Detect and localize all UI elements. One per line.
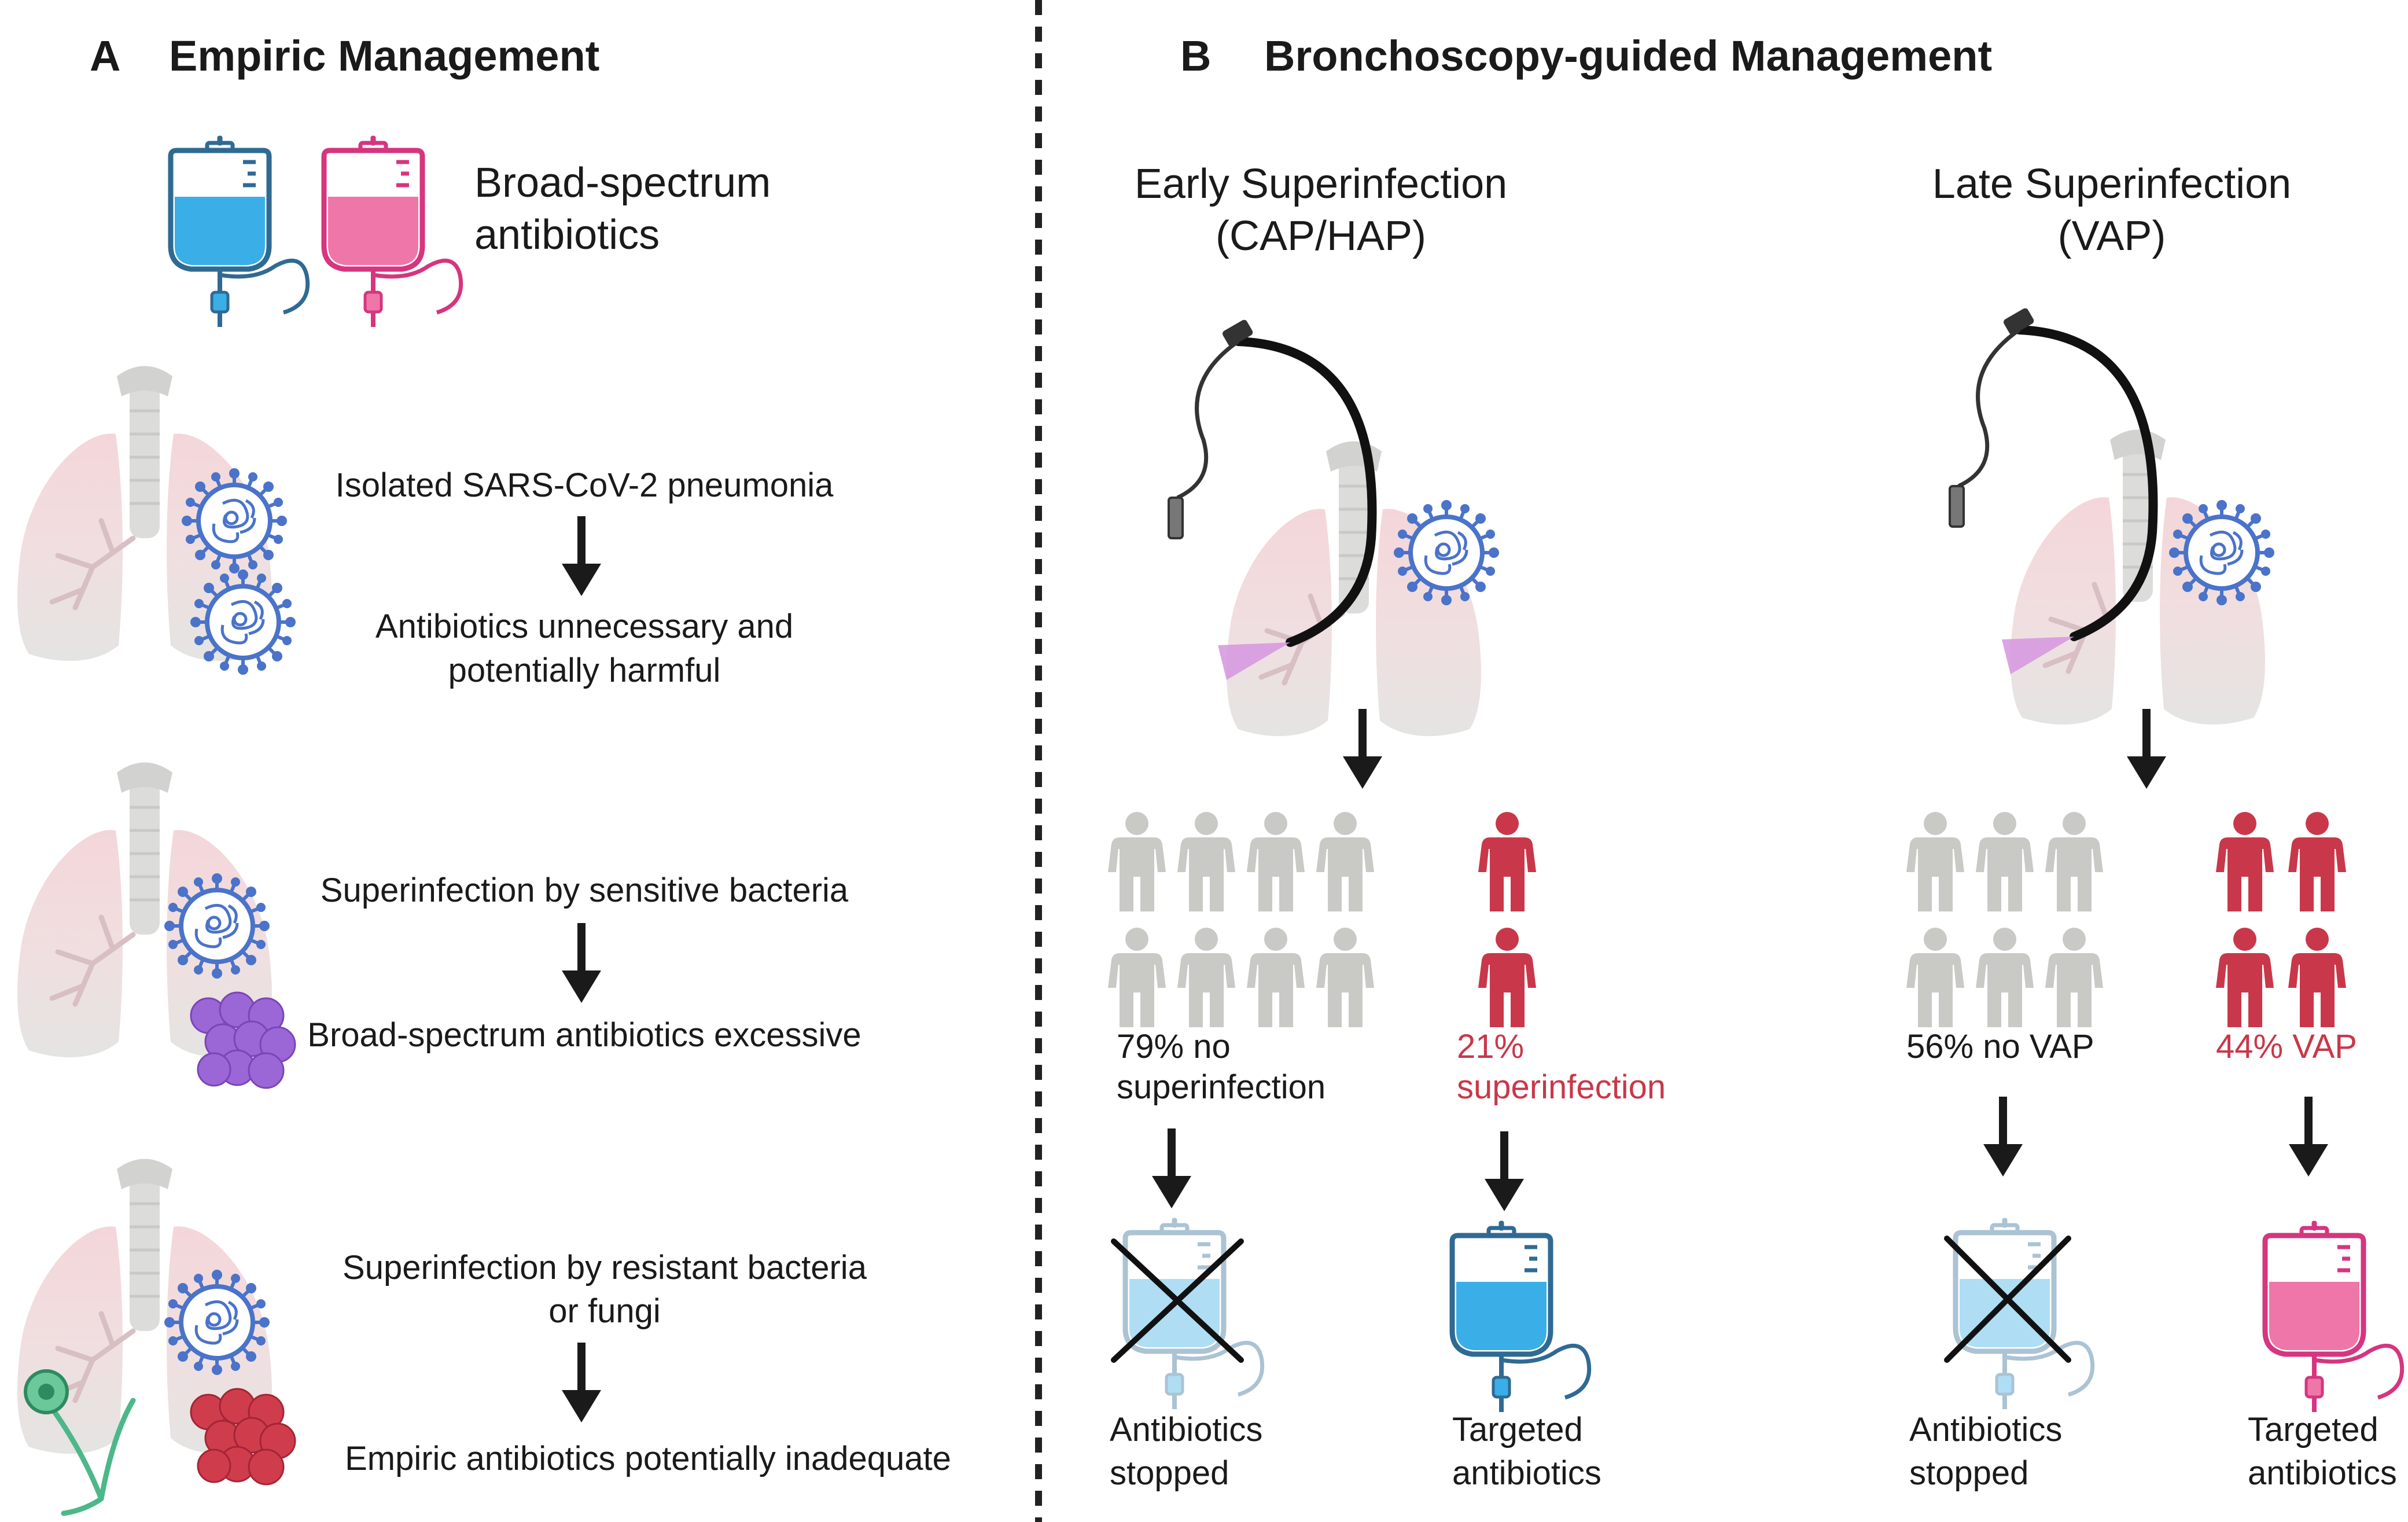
person-icon bbox=[1177, 928, 1235, 1027]
person-icon bbox=[1108, 928, 1166, 1027]
scenario-3-condition-line1: Superinfection by resistant bacteria bbox=[343, 1249, 867, 1286]
fungus-icon bbox=[24, 1369, 136, 1516]
down-arrow-icon bbox=[1983, 1097, 2023, 1177]
scenario-1-condition: Isolated SARS-CoV-2 pneumonia bbox=[336, 466, 834, 504]
late-negative-result-line1: Antibiotics bbox=[1909, 1411, 2062, 1449]
person-icon bbox=[2216, 812, 2274, 911]
early-positive-result-line2: antibiotics bbox=[1452, 1454, 1601, 1492]
bronchoscope-icon bbox=[1949, 308, 2158, 674]
late-negative-result-line2: stopped bbox=[1909, 1454, 2028, 1492]
scenario-3-condition-line2: or fungi bbox=[548, 1292, 660, 1330]
early-positive-label-line1: 21% bbox=[1457, 1028, 1524, 1065]
person-icon bbox=[1108, 812, 1166, 911]
down-arrow-icon bbox=[562, 1343, 601, 1422]
bacteria-cluster-icon bbox=[190, 1388, 296, 1486]
iv-bag-icon-blue bbox=[1452, 1221, 1589, 1412]
late-title-line1: Late Superinfection bbox=[1932, 161, 2291, 207]
iv-bag-icon-pink bbox=[324, 136, 461, 327]
person-icon bbox=[1177, 812, 1235, 911]
late-positive-result-line2: antibiotics bbox=[2248, 1454, 2397, 1492]
late-title-line2: (VAP) bbox=[2058, 213, 2166, 259]
down-arrow-icon bbox=[562, 923, 601, 1003]
broad-spectrum-label-line2: antibiotics bbox=[474, 212, 660, 258]
early-superinfection-column: Early Superinfection (CAP/HAP) bbox=[1108, 161, 1666, 1492]
down-arrow-icon bbox=[1343, 709, 1382, 789]
person-icon bbox=[1478, 928, 1536, 1027]
person-icon bbox=[2288, 812, 2346, 911]
broad-spectrum-label-line1: Broad-spectrum bbox=[474, 160, 771, 206]
person-icon bbox=[1906, 812, 1964, 911]
bronchoscope-icon bbox=[1168, 319, 1377, 680]
early-title-line2: (CAP/HAP) bbox=[1216, 213, 1426, 259]
scenario-3: Superinfection by resistant bacteria or … bbox=[17, 1159, 951, 1516]
person-icon bbox=[1247, 928, 1305, 1027]
panel-b: B Bronchoscopy-guided Management Early S… bbox=[1108, 32, 2402, 1492]
scenario-2: Superinfection by sensitive bacteria Bro… bbox=[17, 763, 861, 1089]
person-icon bbox=[1478, 812, 1536, 911]
down-arrow-icon bbox=[1152, 1128, 1191, 1208]
person-icon bbox=[1316, 812, 1374, 911]
scenario-1: Isolated SARS-CoV-2 pneumonia Antibiotic… bbox=[17, 366, 834, 689]
panel-b-title: Bronchoscopy-guided Management bbox=[1264, 32, 1992, 80]
early-negative-label-line2: superinfection bbox=[1117, 1068, 1325, 1106]
early-positive-result-line1: Targeted bbox=[1452, 1411, 1583, 1449]
late-negative-label: 56% no VAP bbox=[1906, 1028, 2094, 1065]
down-arrow-icon bbox=[1485, 1131, 1524, 1211]
cross-out-icon bbox=[1111, 1238, 1244, 1363]
early-positive-label-line2: superinfection bbox=[1457, 1068, 1666, 1106]
late-superinfection-column: Late Superinfection (VAP) bbox=[1906, 161, 2402, 1492]
early-negative-label-line1: 79% no bbox=[1117, 1028, 1231, 1065]
panel-a-letter: A bbox=[90, 32, 120, 80]
person-icon bbox=[1316, 928, 1374, 1027]
down-arrow-icon bbox=[562, 516, 601, 596]
person-icon bbox=[1976, 928, 2034, 1027]
virus-icon bbox=[164, 1270, 270, 1375]
cross-out-icon bbox=[1944, 1236, 2071, 1363]
early-negative-result-line2: stopped bbox=[1110, 1454, 1229, 1492]
person-icon-group-negative bbox=[1108, 812, 1374, 1027]
panel-a: A Empiric Management Broad-spectrum anti… bbox=[17, 32, 951, 1516]
person-icon-group-positive bbox=[1478, 812, 1536, 1027]
virus-icon bbox=[164, 873, 270, 979]
scenario-2-outcome: Broad-spectrum antibiotics excessive bbox=[307, 1016, 861, 1054]
scenario-1-outcome-line1: Antibiotics unnecessary and bbox=[375, 608, 793, 645]
early-negative-result-line1: Antibiotics bbox=[1110, 1411, 1262, 1449]
person-icon bbox=[2045, 928, 2103, 1027]
late-positive-label: 44% VAP bbox=[2216, 1028, 2357, 1065]
person-icon-group-positive bbox=[2216, 812, 2346, 1027]
iv-bag-icon-pink bbox=[2265, 1221, 2402, 1412]
iv-bag-icon-blue bbox=[171, 136, 308, 327]
scenario-2-condition: Superinfection by sensitive bacteria bbox=[321, 872, 849, 909]
scenario-1-outcome-line2: potentially harmful bbox=[448, 652, 721, 689]
virus-icon bbox=[190, 569, 296, 675]
scenario-3-outcome: Empiric antibiotics potentially inadequa… bbox=[345, 1440, 951, 1477]
person-icon bbox=[1247, 812, 1305, 911]
virus-icon bbox=[1394, 500, 1499, 605]
early-title-line1: Early Superinfection bbox=[1135, 161, 1507, 207]
person-icon-group-negative bbox=[1906, 812, 2103, 1027]
person-icon bbox=[1906, 928, 1964, 1027]
person-icon bbox=[2216, 928, 2274, 1027]
down-arrow-icon bbox=[2127, 709, 2166, 789]
virus-icon bbox=[182, 468, 287, 573]
panel-b-letter: B bbox=[1180, 32, 1211, 80]
panel-a-title: Empiric Management bbox=[169, 32, 599, 80]
person-icon bbox=[2288, 928, 2346, 1027]
virus-icon bbox=[2169, 500, 2274, 605]
person-icon bbox=[2045, 812, 2103, 911]
down-arrow-icon bbox=[2289, 1097, 2328, 1177]
bacteria-cluster-icon bbox=[190, 991, 296, 1089]
person-icon bbox=[1976, 812, 2034, 911]
late-positive-result-line1: Targeted bbox=[2248, 1411, 2378, 1449]
